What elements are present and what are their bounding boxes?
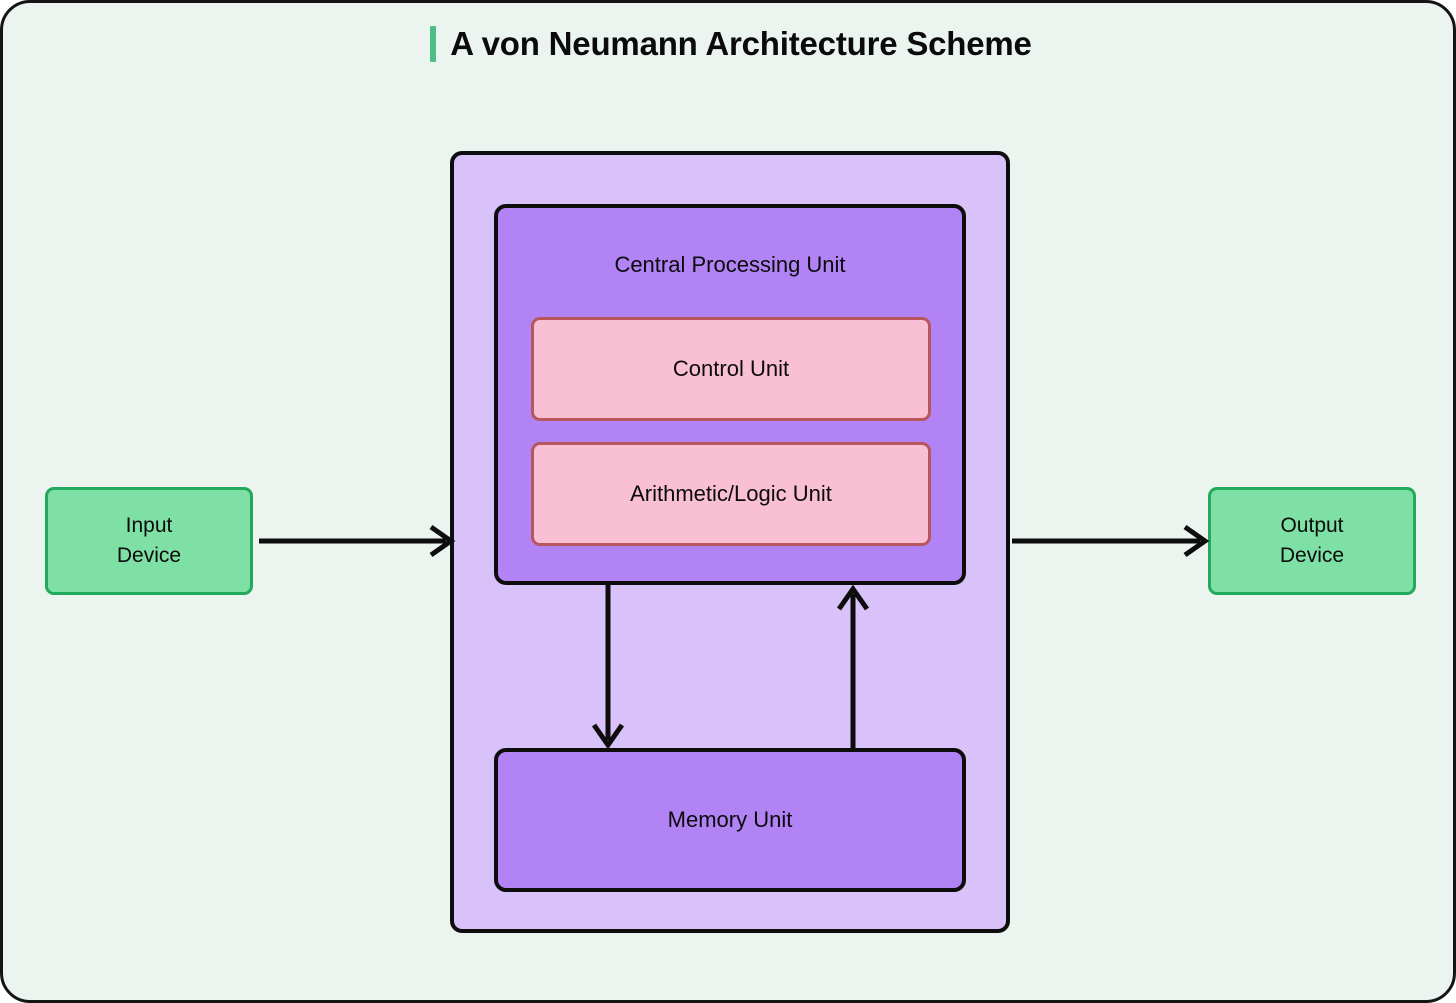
control-unit-label: Control Unit [672,356,790,382]
edge-input-to-cpu [259,524,456,558]
cpu-label: Central Processing Unit [614,252,846,277]
input-device-label: Input Device [117,511,181,572]
input-device-label-line2: Device [116,544,182,567]
alu-label: Arithmetic/Logic Unit [630,481,832,507]
page-title: A von Neumann Architecture Scheme [3,25,1453,63]
input-device-label-line1: Input [125,513,173,537]
memory-unit-node: Memory Unit [494,748,966,892]
output-device-label: Output Device [1280,511,1344,572]
title-accent-bar [430,26,437,62]
output-device-label-line1: Output [1280,513,1344,537]
page-title-text: A von Neumann Architecture Scheme [450,25,1032,62]
alu-node: Arithmetic/Logic Unit [531,442,931,546]
edge-cpu-to-output [1012,524,1210,558]
output-device-node: Output Device [1208,487,1416,595]
input-device-node: Input Device [45,487,253,595]
memory-unit-label: Memory Unit [667,807,793,833]
output-device-label-line2: Device [1279,544,1345,567]
control-unit-node: Control Unit [531,317,931,421]
